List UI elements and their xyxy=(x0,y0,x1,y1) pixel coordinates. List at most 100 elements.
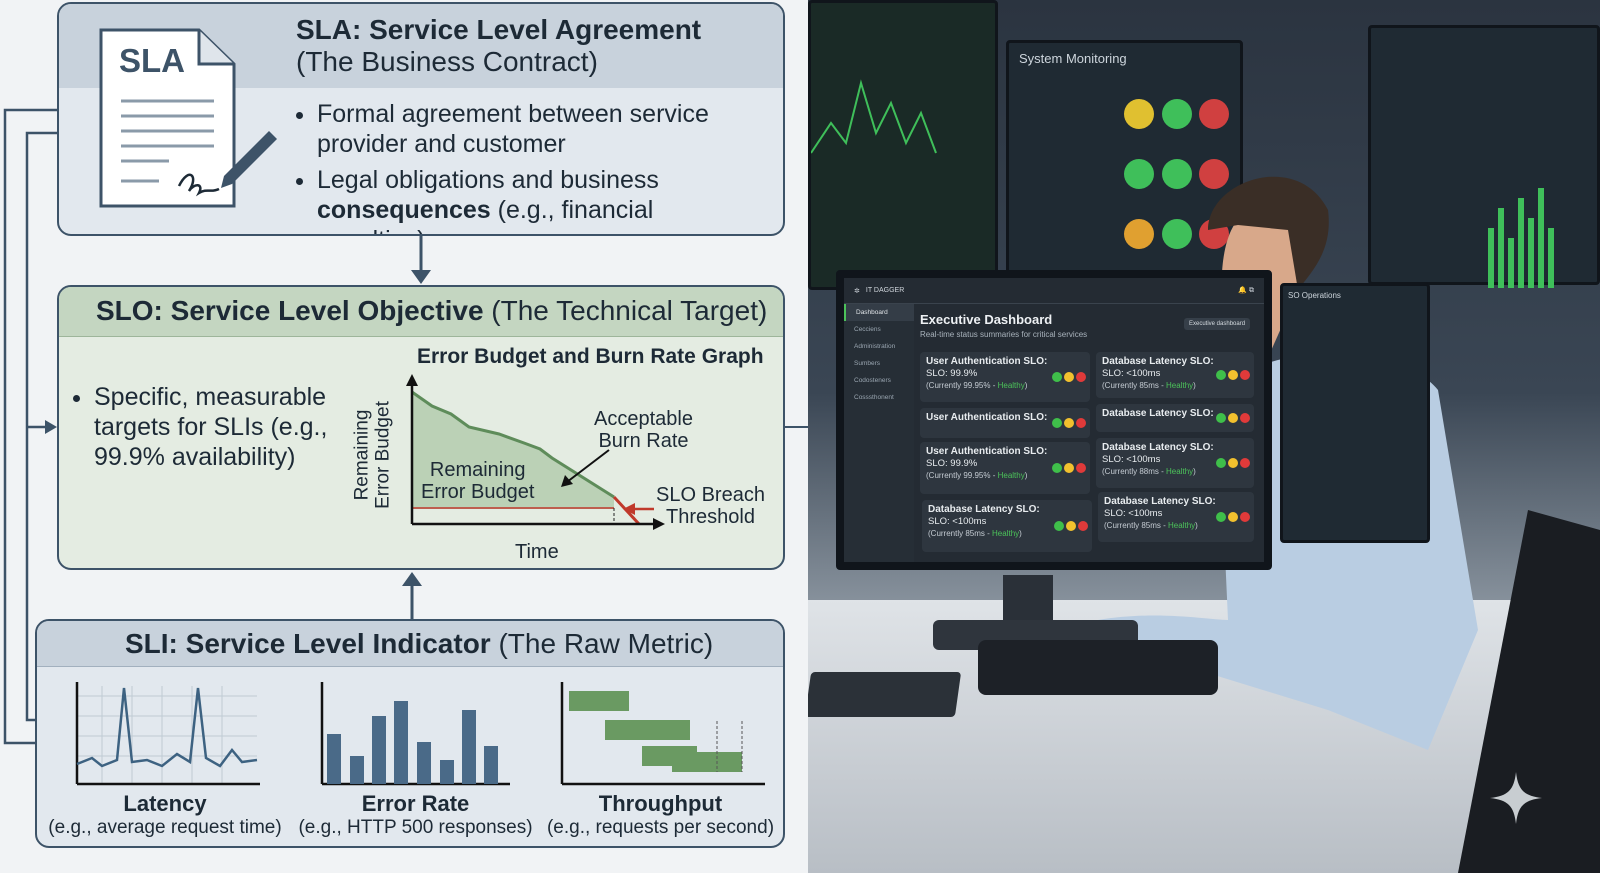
connector-lines xyxy=(3,108,808,745)
slo-card[interactable]: User Authentication SLO:SLO: 99.9%(Curre… xyxy=(920,352,1090,402)
control-room-photo: System Monitoring SO Operations ✲ IT DAGG… xyxy=(808,0,1600,873)
sidebar-item[interactable]: Administration xyxy=(854,343,896,350)
card-target: SLO: 99.9% xyxy=(926,368,978,379)
sidebar-item[interactable]: Sumbers xyxy=(854,360,881,367)
red-light-icon xyxy=(1240,512,1250,522)
card-title: User Authentication SLO: xyxy=(926,446,1048,457)
app-name: IT DAGGER xyxy=(865,287,905,294)
metric-latency: Latency(e.g., average request time) xyxy=(48,791,282,838)
sparkle-watermark-icon xyxy=(1490,772,1542,824)
yellow-light-icon xyxy=(1064,463,1074,473)
topbar-icons[interactable]: 🔔 ⧉ xyxy=(1238,287,1254,294)
metric-error-rate: Error Rate(e.g., HTTP 500 responses) xyxy=(298,791,533,838)
slo-card[interactable]: Database Latency SLO:SLO: <100ms(Current… xyxy=(1098,492,1254,542)
burn-rate-line xyxy=(411,390,615,499)
card-current: (Currently 99.95% - Healthy) xyxy=(926,471,1028,480)
error-budget-graph xyxy=(406,374,665,530)
card-target: SLO: <100ms xyxy=(1104,508,1163,519)
card-title: Database Latency SLO: xyxy=(1104,496,1216,507)
red-light-icon xyxy=(1078,521,1088,531)
sla-title: SLA: Service Level Agreement xyxy=(296,14,702,45)
green-light-icon xyxy=(1216,413,1226,423)
sidebar-item[interactable]: Cosssthonent xyxy=(854,394,894,401)
green-light-icon xyxy=(1052,372,1062,382)
red-light-icon xyxy=(1240,413,1250,423)
status-lights xyxy=(1052,372,1086,382)
throughput-chart xyxy=(560,682,765,786)
status-healthy: Healthy xyxy=(1166,467,1194,476)
card-target: SLO: <100ms xyxy=(928,516,987,527)
red-light-icon xyxy=(1240,458,1250,468)
card-target: SLO: <100ms xyxy=(1102,454,1161,465)
slo-title: SLO: Service Level Objective (The Techni… xyxy=(96,295,768,326)
metric-throughput: Throughput(e.g., requests per second) xyxy=(546,791,775,838)
sla-doc-label: SLA xyxy=(119,42,185,79)
graph-title: Error Budget and Burn Rate Graph xyxy=(417,345,764,368)
notebook xyxy=(808,672,962,717)
slo-card[interactable]: Database Latency SLO:SLO: <100ms (Current… xyxy=(1096,352,1254,398)
card-title: User Authentication SLO: xyxy=(926,356,1048,367)
bar xyxy=(462,710,476,784)
yellow-light-icon xyxy=(1228,370,1238,380)
sla-panel: SLA SLA: Service Level Agreement (The Bu… xyxy=(57,2,785,236)
app-logo-icon: ✲ xyxy=(854,287,860,295)
bg-monitor-ops: SO Operations xyxy=(1280,283,1430,543)
slo-bullet: Specific, measurable targets for SLIs (e… xyxy=(89,382,359,472)
card-current: (Currently 85ms - Healthy) xyxy=(928,529,1022,538)
sli-title: SLI: Service Level Indicator (The Raw Me… xyxy=(125,628,714,659)
main-monitor: ✲ IT DAGGER 🔔 ⧉ Dashboard Cecciens Adminis… xyxy=(836,270,1272,570)
bg-monitor-left xyxy=(808,0,998,290)
red-light-icon xyxy=(1076,418,1086,428)
card-title: Database Latency SLO: xyxy=(928,504,1040,515)
card-title: Database Latency SLO: xyxy=(1102,356,1214,367)
slo-card[interactable]: Database Latency SLO:SLO: <100ms (Current… xyxy=(922,500,1092,552)
dashboard-title: Executive Dashboard xyxy=(920,312,1053,327)
contract-document-icon xyxy=(99,28,277,208)
slo-card[interactable]: User Authentication SLO:SLO: 99.9% (Curre… xyxy=(920,442,1090,494)
slo-panel: SLO: Service Level Objective (The Techni… xyxy=(57,285,785,570)
bar xyxy=(327,734,341,784)
status-lights xyxy=(1052,463,1086,473)
status-lights xyxy=(1216,458,1250,468)
bar xyxy=(440,760,454,784)
status-lights xyxy=(1052,418,1086,428)
slo-card[interactable]: User Authentication SLO: xyxy=(920,408,1090,438)
sidebar-item-dashboard[interactable]: Dashboard xyxy=(844,304,914,321)
dashboard-sidebar: Dashboard Cecciens Administration Sumber… xyxy=(844,304,914,562)
sidebar-item[interactable]: Codosteners xyxy=(854,377,891,384)
dashboard-dropdown[interactable]: Executive dashboard xyxy=(1184,318,1251,330)
status-healthy: Healthy xyxy=(992,529,1020,538)
status-lights xyxy=(1216,512,1250,522)
sli-panel: SLI: Service Level Indicator (The Raw Me… xyxy=(35,619,785,848)
latency-chart xyxy=(75,682,260,786)
status-healthy: Healthy xyxy=(997,471,1025,480)
bar xyxy=(350,756,364,784)
yellow-light-icon xyxy=(1228,458,1238,468)
sla-bullet: Legal obligations and business consequen… xyxy=(317,165,767,234)
latency-line xyxy=(76,687,258,768)
bg-monitor-right xyxy=(1368,25,1600,288)
card-current: (Currently 85ms - Healthy) xyxy=(1102,381,1196,390)
status-lights xyxy=(1216,370,1250,380)
card-target: SLO: <100ms xyxy=(1102,368,1161,379)
status-lights xyxy=(1216,413,1250,423)
yellow-light-icon xyxy=(1228,512,1238,522)
slo-card[interactable]: Database Latency SLO:SLO: <100ms(Current… xyxy=(1096,438,1254,488)
status-healthy: Healthy xyxy=(997,381,1025,390)
sla-bullets: Formal agreement between service provide… xyxy=(317,99,767,234)
red-light-icon xyxy=(1076,372,1086,382)
dashboard-topbar: ✲ IT DAGGER 🔔 ⧉ xyxy=(844,278,1264,304)
slo-card[interactable]: Database Latency SLO: xyxy=(1096,404,1254,432)
sidebar-item[interactable]: Cecciens xyxy=(854,326,881,333)
green-light-icon xyxy=(1052,418,1062,428)
dashboard-subtitle: Real-time status summaries for critical … xyxy=(920,330,1088,339)
yellow-light-icon xyxy=(1064,418,1074,428)
green-light-icon xyxy=(1216,512,1226,522)
bg-monitor-system: System Monitoring xyxy=(1006,40,1243,280)
green-light-icon xyxy=(1054,521,1064,531)
card-title: Database Latency SLO: xyxy=(1102,408,1214,419)
card-target: SLO: 99.9% xyxy=(926,458,978,469)
card-title: Database Latency SLO: xyxy=(1102,442,1214,453)
